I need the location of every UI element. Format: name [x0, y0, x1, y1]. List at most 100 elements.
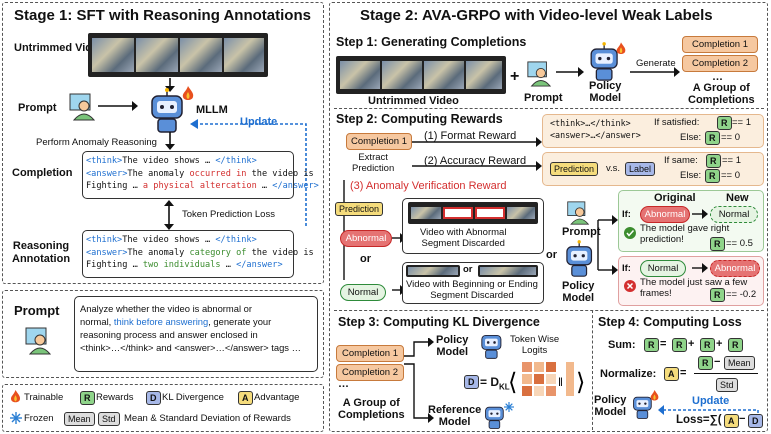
ava-eqm02: == -0.2 — [726, 289, 757, 300]
loss-a-chip: A — [724, 414, 739, 428]
ava-orig-abnormal: Abnormal — [640, 206, 690, 223]
step2-arrows — [412, 137, 542, 171]
svg-text:‖: ‖ — [558, 375, 563, 389]
cross-icon — [624, 280, 636, 292]
loss-double-arrow — [164, 200, 174, 230]
stage1-panel — [2, 2, 324, 284]
token-loss-label: Token Prediction Loss — [182, 209, 275, 220]
stage2-panel — [329, 2, 768, 432]
ava-normal-or: or — [463, 264, 473, 275]
step3-d-eq: = DKL — [480, 375, 510, 392]
step1-dots: … — [712, 71, 723, 83]
sum-plus-2: + — [716, 338, 723, 350]
step3-title: Step 3: Computing KL Divergence — [338, 315, 540, 329]
step1-filmstrip — [336, 56, 506, 94]
step3-reference-robot-icon — [485, 406, 504, 429]
completion-label: Completion — [12, 167, 73, 179]
step1-plus: + — [510, 68, 520, 85]
video-filmstrip — [88, 33, 268, 77]
format-if: If satisfied: — [654, 117, 700, 128]
legend-trainable: Trainable — [24, 392, 64, 403]
norm-minus: − — [714, 356, 721, 368]
format-box — [542, 114, 764, 148]
prompt-panel-label: Prompt — [14, 303, 60, 318]
step2-separator — [334, 310, 764, 311]
mllm-robot-icon — [151, 88, 183, 133]
format-eq1: == 1 — [732, 117, 752, 128]
svg-text:⟨: ⟨ — [508, 369, 517, 396]
accuracy-if: If same: — [664, 155, 698, 166]
legend-panel — [2, 384, 324, 432]
norm-r-chip: R — [698, 356, 713, 370]
step2-ava-reward: (3) Anomaly Verification Reward — [350, 180, 507, 192]
format-r-chip-2: R — [705, 131, 720, 145]
step1-arrow-out — [630, 67, 680, 77]
step1-flame-icon — [616, 42, 626, 54]
svg-text:⟩: ⟩ — [576, 369, 585, 396]
step3-completion-1: Completion 1 — [336, 345, 404, 362]
arrow-video-to-mllm — [165, 78, 175, 92]
step4-policy-robot-icon — [633, 396, 652, 419]
trainable-flame-icon — [10, 390, 21, 403]
sum-r-4: R — [728, 338, 743, 352]
user-icon — [69, 93, 96, 121]
ava-output-arrows — [597, 215, 618, 275]
update-label: Update — [240, 116, 278, 128]
step4-update: Update — [692, 395, 730, 407]
format-tags: <think>…</think><answer>…</answer> — [550, 118, 641, 140]
step1-user-icon — [527, 61, 552, 87]
step4-title: Step 4: Computing Loss — [598, 315, 742, 329]
stage2-title: Stage 2: AVA-GRPO with Video-level Weak … — [360, 7, 713, 24]
sum-eq: = — [660, 338, 667, 350]
sum-r-3: R — [700, 338, 715, 352]
stage1-title: Stage 1: SFT with Reasoning Annotations — [14, 7, 311, 24]
step2-accuracy-reward: (2) Accuracy Reward — [424, 155, 527, 167]
sum-plus-1: + — [688, 338, 695, 350]
legend-frozen: Frozen — [24, 413, 54, 424]
step4-loss: Loss=∑( — [676, 414, 722, 426]
legend-std-chip: Std — [98, 412, 120, 426]
prompt-label: Prompt — [18, 102, 57, 114]
legend-adv: Advantage — [254, 392, 300, 403]
format-r-chip: R — [717, 116, 732, 130]
norm-eq: = — [680, 367, 687, 379]
ava-prompt-user-icon — [567, 201, 590, 225]
logits-grid: ⟨ ‖ ⟩ — [508, 362, 585, 396]
mllm-label: MLLM — [196, 104, 228, 116]
check-icon — [624, 227, 636, 239]
ava-eq05: == 0.5 — [726, 238, 753, 249]
step1-arrow-in — [556, 67, 584, 77]
ava-r-chip-2: R — [710, 288, 725, 302]
accuracy-label: Label — [625, 162, 656, 176]
ava-policy-robot-icon — [566, 240, 593, 277]
ava-normal-film-1 — [406, 265, 460, 277]
step3-policy-robot-icon — [481, 334, 502, 359]
ava-if-1: If: — [622, 209, 631, 220]
annotation-text: <think>The video shows … </think> <answe… — [86, 235, 314, 270]
perform-reasoning-label: Perform Anomaly Reasoning — [36, 137, 157, 148]
ava-normal: Normal — [340, 284, 386, 301]
prompt-user-icon — [25, 327, 52, 355]
ava-original: Original — [654, 192, 696, 204]
ava-new-normal: Normal — [710, 206, 758, 223]
accuracy-r-chip-2: R — [705, 169, 720, 183]
ava-orig-normal: Normal — [640, 260, 686, 277]
ava-arrow-2 — [692, 263, 708, 273]
accuracy-eq0: == 0 — [721, 170, 741, 181]
norm-std-chip: Std — [716, 378, 738, 392]
ava-prompt-label: Prompt — [562, 226, 601, 238]
legend-mean-chip: Mean — [64, 412, 95, 426]
legend-rewards: Rewards — [96, 392, 134, 403]
norm-mean-chip: Mean — [724, 356, 755, 370]
step1-title: Step 1: Generating Completions — [336, 35, 527, 49]
legend-kl: KL Divergence — [162, 392, 224, 403]
ava-normal-film-2 — [478, 265, 538, 277]
ava-or: or — [360, 253, 371, 265]
format-eq0: == 0 — [721, 132, 741, 143]
prompt-text: Analyze whether the video is abnormal or… — [80, 303, 301, 353]
